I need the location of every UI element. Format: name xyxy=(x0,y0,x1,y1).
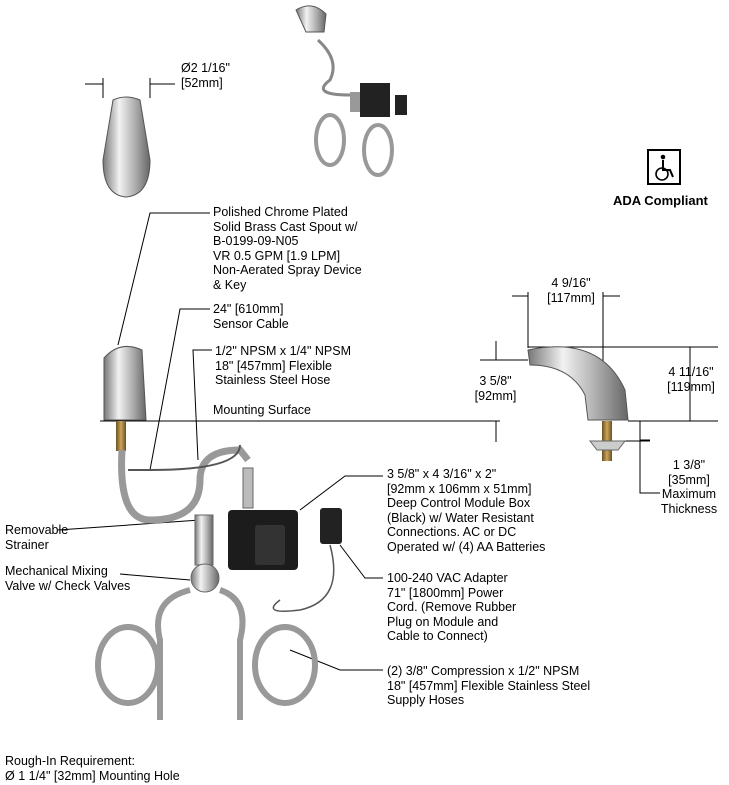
callout-line: [92mm x 106mm x 51mm] xyxy=(387,481,532,496)
callout-line: Supply Hoses xyxy=(387,693,465,707)
callout-line: 1/2" NPSM x 1/4" NPSM xyxy=(215,344,351,358)
dimension-imperial: 4 9/16" xyxy=(551,276,591,290)
dimension-metric: [117mm] xyxy=(547,290,595,305)
dimension-imperial: Ø2 1/16" xyxy=(181,61,230,75)
callout-line: 18" [457mm] Flexible xyxy=(215,358,332,373)
dimension-imperial: 4 11/16" xyxy=(668,365,714,379)
callout-line: Operated w/ (4) AA Batteries xyxy=(387,539,546,554)
callout-line: Polished Chrome Plated xyxy=(213,205,348,219)
callout-line: B-0199-09-N05 xyxy=(213,234,299,248)
callout-line: Strainer xyxy=(5,537,49,552)
spout-clearance-dimension: 3 5/8"[92mm] xyxy=(468,374,523,403)
callout-line: Mechanical Mixing xyxy=(5,564,108,578)
callout-line: 71" [1800mm] Power xyxy=(387,585,504,600)
wheelchair-icon xyxy=(647,149,681,185)
reach-dimension: 4 9/16"[117mm] xyxy=(541,276,601,305)
callout-line: (Black) w/ Water Resistant xyxy=(387,510,534,525)
callout-line: Removable xyxy=(5,523,69,537)
dimension-imperial: 3 5/8" xyxy=(479,374,512,388)
dimension-imperial: 1 3/8" xyxy=(672,458,706,472)
callout-line: Solid Brass Cast Spout w/ xyxy=(213,219,358,234)
sensor-cable-callout: 24" [610mm]Sensor Cable xyxy=(213,302,289,331)
callout-line: Plug on Module and xyxy=(387,614,499,629)
mounting-surface-label: Mounting Surface xyxy=(213,403,311,417)
rough-in-title: Rough-In Requirement: xyxy=(5,754,135,768)
control-box-callout: 3 5/8" x 4 3/16" x 2"[92mm x 106mm x 51m… xyxy=(387,467,545,554)
thickness-label: Thickness xyxy=(660,501,718,516)
callout-line: Sensor Cable xyxy=(213,316,289,331)
dimension-metric: [35mm] xyxy=(668,472,710,487)
callout-line: 24" [610mm] xyxy=(213,302,284,316)
callout-line: Non-Aerated Spray Device xyxy=(213,263,362,277)
callout-line: Connections. AC or DC xyxy=(387,525,517,539)
callout-line: & Key xyxy=(213,277,247,292)
callout-line: VR 0.5 GPM [1.9 LPM] xyxy=(213,248,341,263)
callout-line: 3 5/8" x 4 3/16" x 2" xyxy=(387,467,497,481)
callout-line: Stainless Steel Hose xyxy=(215,373,331,387)
dimension-metric: [119mm] xyxy=(667,379,715,394)
dimension-metric: [92mm] xyxy=(474,388,517,403)
callout-line: Valve w/ Check Valves xyxy=(5,578,131,593)
callout-line: (2) 3/8" Compression x 1/2" NPSM xyxy=(387,664,580,678)
thickness-label: Maximum xyxy=(661,487,717,501)
rough-in-requirement: Rough-In Requirement:Ø 1 1/4" [32mm] Mou… xyxy=(5,754,180,783)
callout-line: 100-240 VAC Adapter xyxy=(387,571,508,585)
spout-width-dimension: Ø2 1/16" [52mm] xyxy=(181,61,230,90)
callout-line: Cable to Connect) xyxy=(387,629,488,643)
rough-in-value: Ø 1 1/4" [32mm] Mounting Hole xyxy=(5,768,180,783)
ada-compliant-label: ADA Compliant xyxy=(613,193,708,208)
callout-line: 18" [457mm] Flexible Stainless Steel xyxy=(387,678,591,693)
height-dimension: 4 11/16"[119mm] xyxy=(660,365,722,394)
dimension-metric: [52mm] xyxy=(181,75,223,90)
callout-line: Cord. (Remove Rubber xyxy=(387,600,517,614)
callout-line: Deep Control Module Box xyxy=(387,496,531,510)
